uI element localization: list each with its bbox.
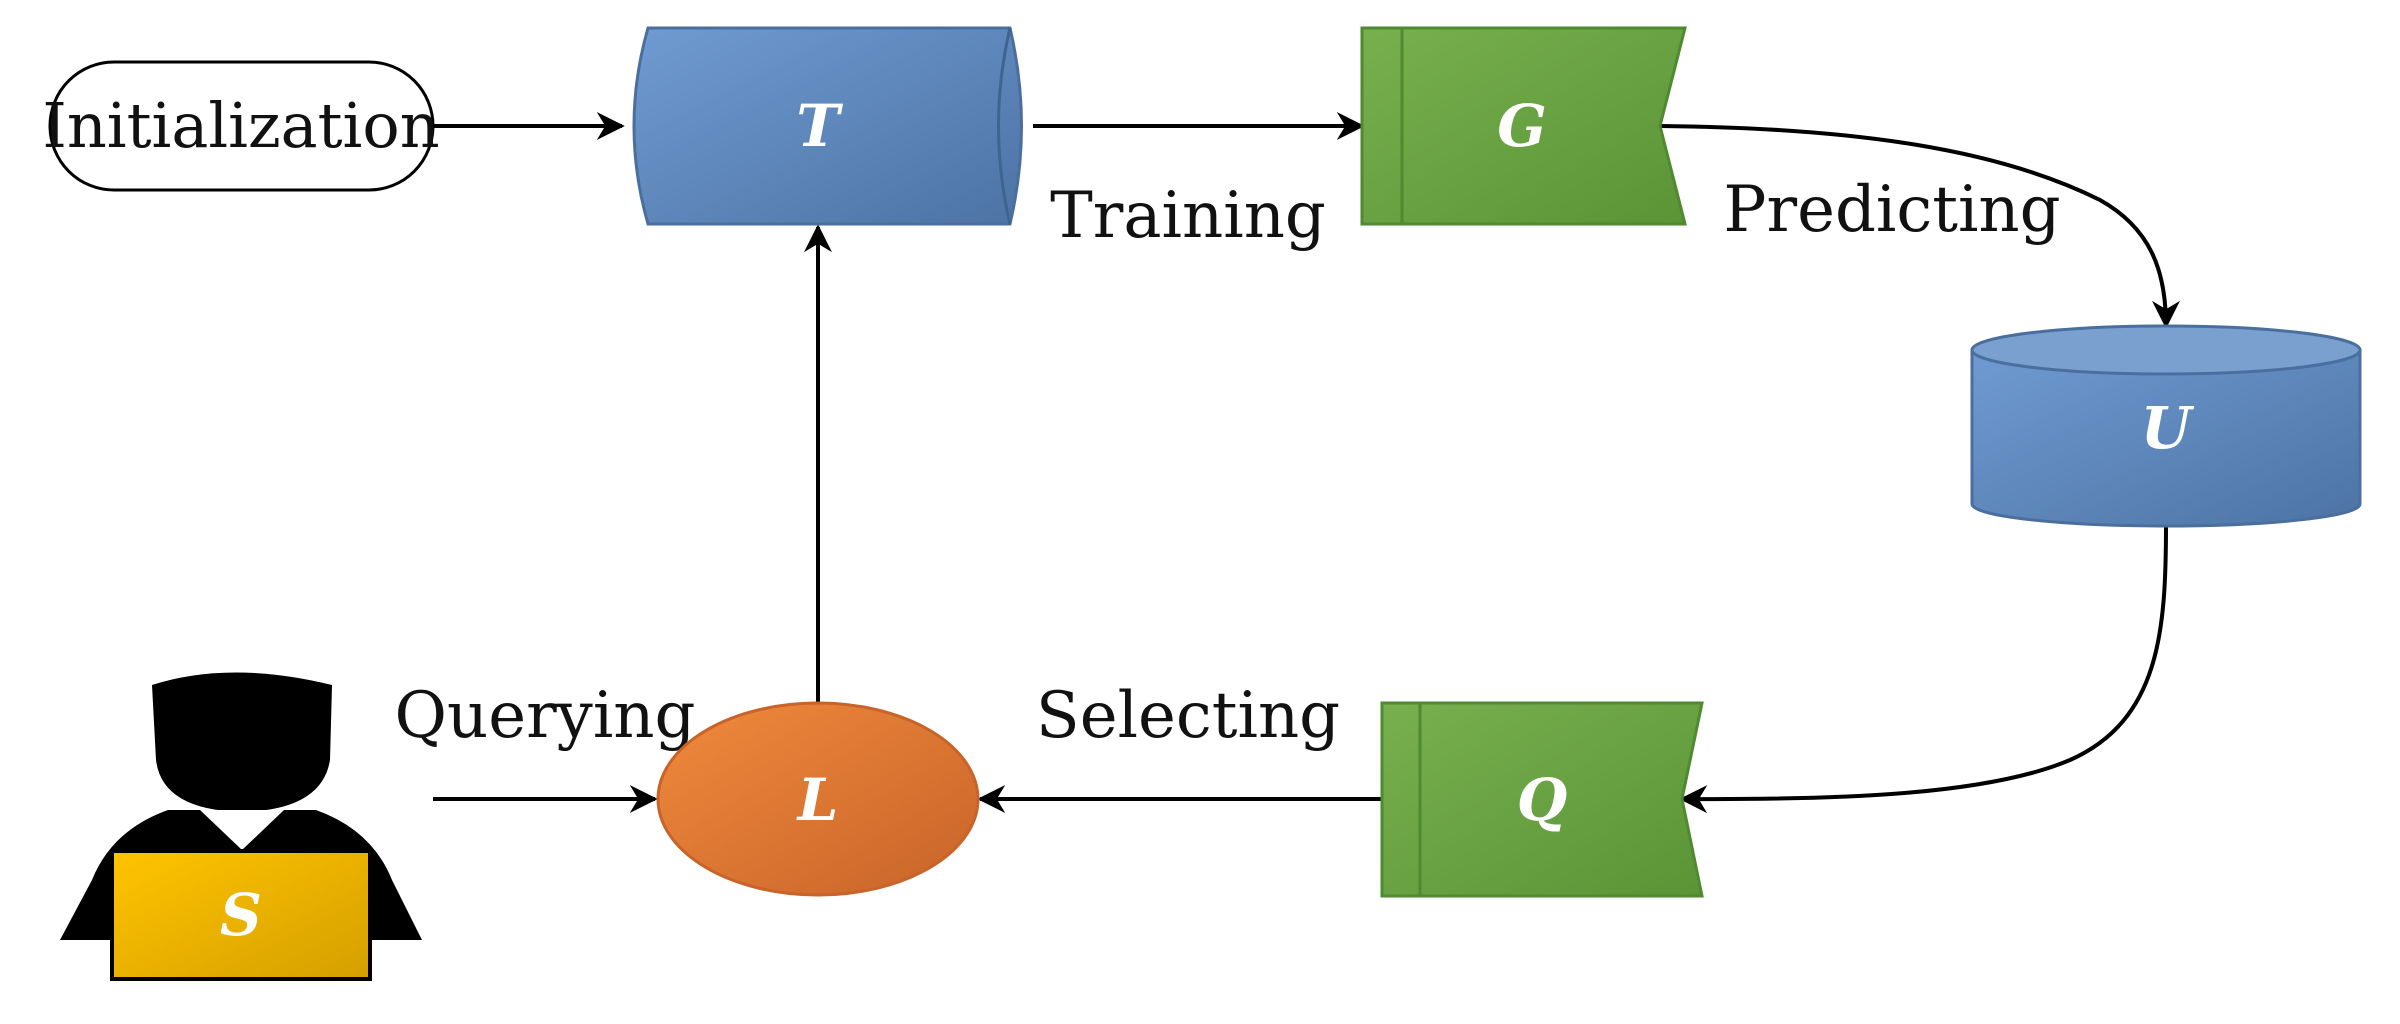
node-g: G [1360, 26, 1687, 226]
edge-u-to-q [1679, 523, 2168, 814]
label-selecting: Selecting [1036, 679, 1340, 753]
node-s: S [60, 672, 422, 981]
node-l-label: L [796, 766, 839, 834]
node-initialization: Initialization [42, 60, 440, 192]
node-q: Q [1380, 701, 1704, 898]
node-l: L [656, 701, 980, 897]
node-s-label: S [220, 881, 262, 949]
laptop-icon [110, 849, 372, 981]
label-querying: Querying [395, 679, 696, 753]
node-t-label: T [796, 92, 843, 160]
edge-g-to-u [1659, 124, 2180, 329]
label-training: Training [1050, 179, 1326, 253]
node-u: U [1970, 324, 2362, 528]
node-initialization-label: Initialization [42, 89, 439, 162]
label-predicting: Predicting [1723, 173, 2060, 247]
node-q-label: Q [1517, 766, 1568, 834]
node-g-label: G [1497, 92, 1547, 160]
node-u-label: U [2141, 394, 2195, 462]
node-t: T [632, 26, 1023, 226]
